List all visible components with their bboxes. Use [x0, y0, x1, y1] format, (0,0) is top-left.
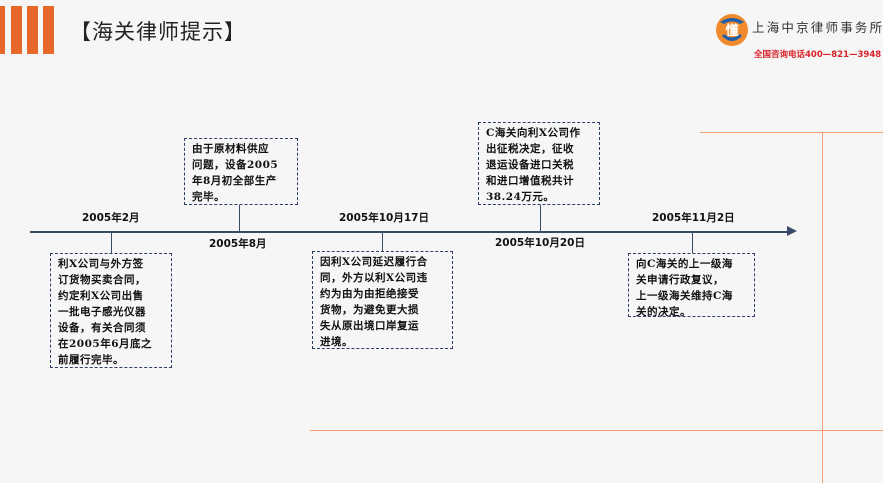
event-date: 2005年8月 — [209, 238, 267, 250]
note-line: 上一级海关维持C海 — [636, 290, 733, 302]
event-note: 利X公司与外方签 订货物买卖合同， 约定利X公司出售 一批电子感光仪器 设备，有… — [50, 253, 172, 368]
event-note: 由于原材料供应 问题，设备2005 年8月初全部生产 完毕。 — [184, 138, 298, 205]
event-date: 2005年11月2日 — [652, 212, 735, 224]
note-line: 在2005年6月底之 — [58, 338, 153, 350]
note-line: C海关向利X公司作 — [486, 127, 581, 139]
event-connector — [111, 232, 112, 254]
header-decor-bar — [11, 6, 22, 54]
note-line: 失从原出境口岸复运 — [320, 320, 419, 332]
header-decor-bar — [27, 6, 38, 54]
event-connector — [239, 204, 240, 231]
note-line: 前履行完毕。 — [58, 354, 124, 366]
slide-title: 【海关律师提示】 — [70, 20, 246, 44]
note-line: 由于原材料供应 — [192, 143, 269, 155]
note-line: 一批电子感光仪器 — [58, 306, 146, 318]
note-line: 完毕。 — [192, 191, 225, 203]
note-line: 出征税决定，征收 — [486, 143, 574, 155]
event-note: 向C海关的上一级海 关申请行政复议， 上一级海关维持C海 关的决定。 — [628, 253, 755, 318]
note-line: 问题，设备2005 — [192, 159, 279, 171]
note-line: 年8月初全部生产 — [192, 175, 277, 187]
note-line: 订货物买卖合同， — [58, 274, 146, 286]
header-decor-bar — [0, 6, 5, 54]
firm-name: 上海中京律师事务所 — [752, 20, 883, 35]
note-line: 约定利X公司出售 — [58, 290, 144, 302]
event-date: 2005年10月17日 — [339, 212, 429, 224]
event-note: 因利X公司延迟履行合 同，外方以利X公司违 约为由为由拒绝接受 货物，为避免更大… — [312, 251, 453, 349]
event-date: 2005年10月20日 — [495, 237, 585, 249]
timeline-axis — [30, 231, 790, 233]
note-line: 退运设备进口关税 — [486, 159, 574, 171]
note-line: 利X公司与外方签 — [58, 258, 144, 270]
event-connector — [540, 205, 541, 231]
event-note: C海关向利X公司作 出征税决定，征收 退运设备进口关税 和进口增值税共计 38.… — [478, 122, 600, 205]
decor-line — [310, 430, 883, 431]
header-decor-bar — [43, 6, 54, 54]
note-line: 和进口增值税共计 — [486, 175, 574, 187]
note-line: 因利X公司延迟履行合 — [320, 256, 428, 268]
note-line: 38.24万元。 — [486, 191, 555, 203]
firm-phone: 全国咨询电话400—821—3948 — [754, 50, 882, 60]
event-connector — [382, 232, 383, 252]
decor-line — [700, 132, 883, 133]
note-line: 进境。 — [320, 336, 353, 348]
note-line: 货物，为避免更大损 — [320, 304, 419, 316]
event-date: 2005年2月 — [82, 212, 140, 224]
note-line: 约为由为由拒绝接受 — [320, 288, 419, 300]
note-line: 向C海关的上一级海 — [636, 258, 733, 270]
svg-text:懂: 懂 — [725, 23, 738, 39]
note-line: 关申请行政复议， — [636, 274, 724, 286]
note-line: 关的决定。 — [636, 306, 691, 318]
law-firm-logo-icon: 懂 — [716, 14, 748, 46]
note-line: 同，外方以利X公司违 — [320, 272, 428, 284]
decor-line — [822, 132, 823, 483]
event-connector — [692, 232, 693, 254]
timeline-arrow-icon — [787, 226, 797, 236]
note-line: 设备，有关合同须 — [58, 322, 146, 334]
